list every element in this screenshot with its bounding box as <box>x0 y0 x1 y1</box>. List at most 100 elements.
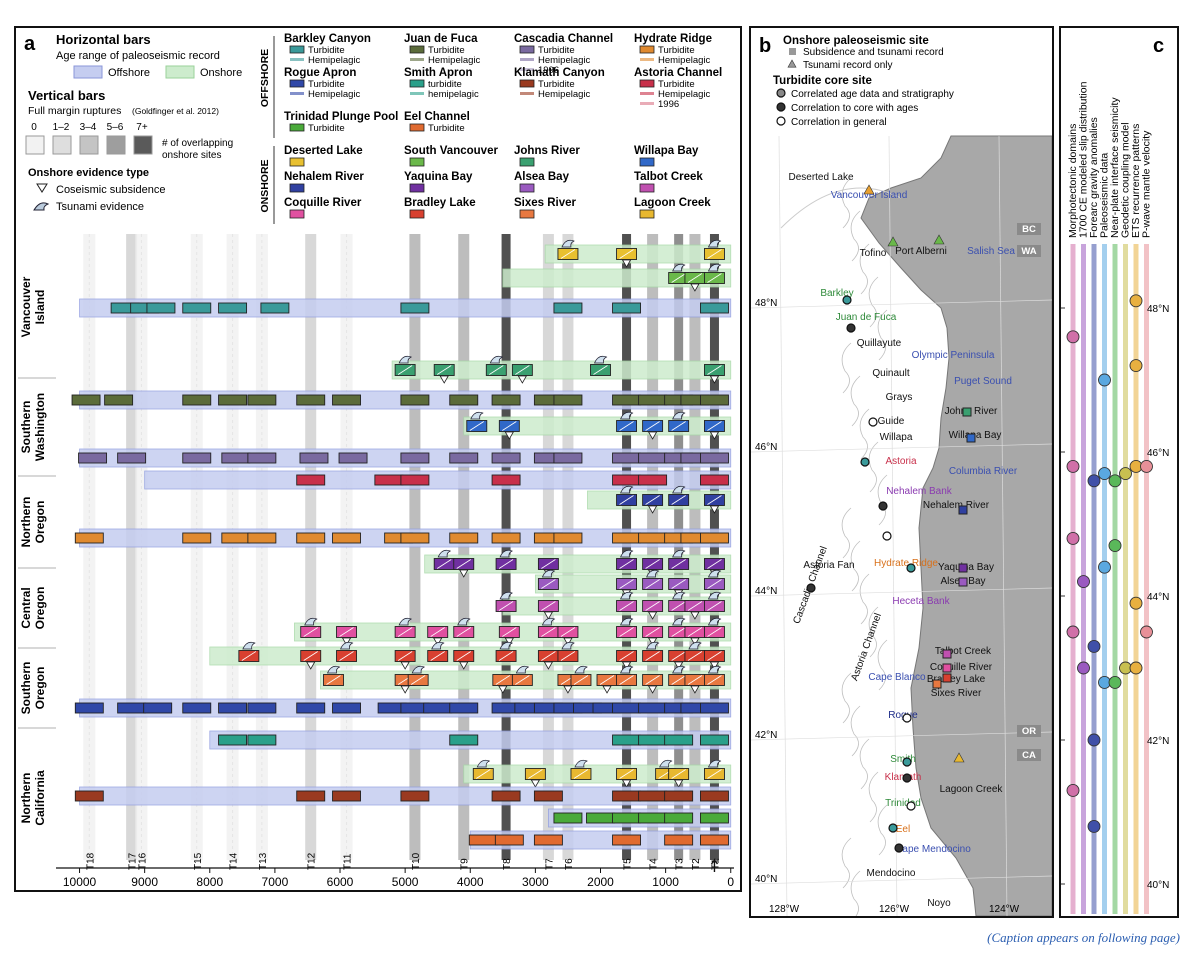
event-hatch <box>619 495 634 505</box>
graticule-line <box>998 135 1008 917</box>
region-label: Northern <box>19 773 33 824</box>
graticule-line <box>778 135 788 917</box>
segment-column <box>1112 244 1118 914</box>
arrow-down-icon <box>709 431 720 440</box>
tsunami-icon <box>398 355 413 364</box>
legend-turbidite-swatch <box>519 45 535 54</box>
bathymetry-line <box>868 441 879 493</box>
core-site-marker <box>806 583 816 593</box>
event-hatch <box>456 651 471 661</box>
rupture-label: T16 <box>137 852 148 870</box>
tsunami-icon <box>707 759 722 768</box>
segment-boundary-dot <box>1087 733 1101 747</box>
tsunami-icon <box>489 355 504 364</box>
place-label: Puget Sound <box>954 376 1012 387</box>
bathymetry-line <box>841 342 852 394</box>
event-hatch <box>430 651 445 661</box>
event-mark <box>104 394 134 406</box>
record-bar <box>544 244 732 264</box>
event-mark <box>74 702 104 714</box>
place-label: Deserted Lake <box>788 172 853 183</box>
rupture-label: T18 <box>85 852 96 870</box>
segment-column-label: P-wave mantle velocity <box>1141 130 1153 238</box>
region-label: Oregon <box>33 667 47 710</box>
legend-onshore-swatch <box>519 209 535 219</box>
event-mark <box>299 452 329 464</box>
place-label: Nehalem Bank <box>886 486 953 497</box>
legend-onshore-swatch <box>289 157 305 167</box>
legend-site-item: Hemipelagic <box>658 55 711 66</box>
legend-site-name: Rogue Apron <box>284 67 356 79</box>
legend-site-item: turbidite <box>428 79 462 90</box>
event-mark <box>218 734 248 746</box>
event-hatch <box>707 769 722 779</box>
legend-hbar-sub: Age range of paleoseismic record <box>56 50 220 62</box>
legend-site-name: Astoria Channel <box>634 67 722 79</box>
event-mark <box>423 702 453 714</box>
core-site-marker <box>842 295 852 305</box>
event-mark <box>491 452 521 464</box>
legend-site-name: Johns River <box>514 145 580 157</box>
event-hatch <box>671 769 686 779</box>
lat-label: 40°N <box>1147 880 1169 891</box>
place-label: WA <box>1021 246 1036 257</box>
tsunami-icon <box>707 569 722 578</box>
legend-turbidite-swatch <box>409 45 425 54</box>
event-mark <box>638 394 668 406</box>
event-hatch <box>303 627 318 637</box>
place-label: Noyo <box>927 898 951 909</box>
event-hatch <box>560 627 576 637</box>
tsunami-icon <box>515 665 530 674</box>
event-hatch <box>707 249 722 259</box>
legend-site-item: hemipelagic <box>428 89 479 100</box>
event-hatch <box>339 651 354 661</box>
arrow-down-icon <box>621 779 632 788</box>
graticule-line <box>888 135 898 917</box>
tsunami-icon <box>620 411 634 420</box>
legend-site-name: Barkley Canyon <box>284 33 371 45</box>
legend-turbidite-swatch <box>409 79 425 88</box>
event-hatch <box>707 495 722 505</box>
event-mark <box>586 812 615 824</box>
rupture-label: T5 <box>623 858 634 870</box>
core-site-marker <box>846 323 856 333</box>
event-mark <box>638 790 668 802</box>
region-label: Vancouver <box>19 276 33 337</box>
bathymetry-line <box>850 375 861 427</box>
legend-hemipelagic-swatch <box>640 58 654 61</box>
arrow-down-icon <box>673 661 684 670</box>
place-label: Sixes River <box>931 688 982 699</box>
place-label: Salish Sea <box>967 246 1015 257</box>
event-hatch <box>560 249 576 259</box>
record-bar <box>391 360 732 380</box>
segment-boundary-dot <box>1087 819 1101 833</box>
tsunami-icon <box>707 263 722 272</box>
arrow-down-icon <box>647 431 658 440</box>
event-hatch <box>619 627 634 637</box>
arrow-down-icon <box>647 611 658 620</box>
event-hatch <box>515 365 530 375</box>
bathymetry-line <box>850 540 861 592</box>
event-hatch <box>456 627 471 637</box>
event-mark <box>296 474 326 486</box>
event-hatch <box>619 559 634 569</box>
legend-onshore-swatch <box>639 183 655 193</box>
site-triangle-marker <box>887 236 899 247</box>
legend-site-name: Cascadia Channel <box>514 33 613 45</box>
bathymetry-line <box>877 804 888 856</box>
legend-evidence-title: Onshore evidence type <box>28 167 149 179</box>
event-hatch <box>707 559 722 569</box>
place-label: Bradley Lake <box>927 674 986 685</box>
arrow-down-icon <box>621 259 632 268</box>
event-hatch <box>456 559 471 569</box>
legend-site-name: Deserted Lake <box>284 145 363 157</box>
offshore-group-label: OFFSHORE <box>259 49 271 107</box>
place-label: Guide <box>878 416 905 427</box>
legend-subsidence-label: Coseismic subsidence <box>56 184 165 196</box>
place-label: Willapa <box>880 432 913 443</box>
tsunami-icon <box>646 569 660 578</box>
arrow-down-icon <box>459 569 469 578</box>
